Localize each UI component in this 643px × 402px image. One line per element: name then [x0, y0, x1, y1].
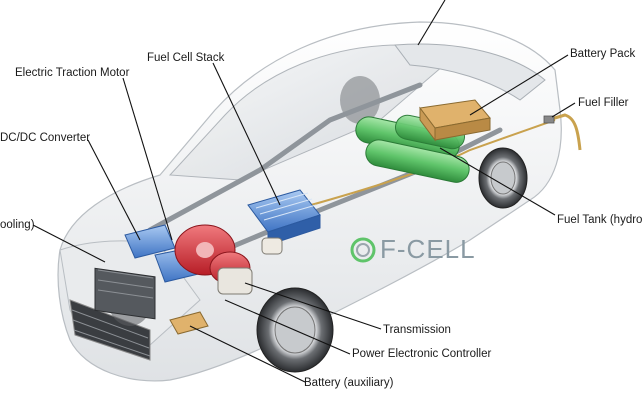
label-dc-dc-converter: DC/DC Converter	[0, 132, 91, 144]
label-fuel-cell-stack: Fuel Cell Stack	[147, 52, 225, 64]
label-electric-traction-motor: Electric Traction Motor	[15, 67, 130, 79]
leader-lines	[32, 0, 576, 383]
transmission	[217, 237, 283, 295]
label-fuel-tank: Fuel Tank (hydrogen	[557, 214, 643, 226]
auxiliary-battery	[169, 311, 209, 335]
label-transmission: Transmission	[383, 324, 451, 336]
f-cell-badge-text: F-CELL	[380, 234, 476, 264]
label-power-electronic-controller: Power Electronic Controller	[352, 348, 492, 360]
label-battery-pack: Battery Pack	[570, 48, 636, 60]
f-cell-logo: F-CELL	[350, 234, 476, 264]
radiator	[94, 267, 156, 320]
label-cooling: ooling)	[0, 219, 35, 231]
label-fuel-filler: Fuel Filler	[578, 97, 629, 109]
battery-pack	[419, 99, 491, 142]
label-battery-auxiliary: Battery (auxiliary)	[304, 377, 394, 389]
chassis-frame	[147, 82, 503, 263]
fuel-filler-nozzle	[543, 113, 582, 151]
